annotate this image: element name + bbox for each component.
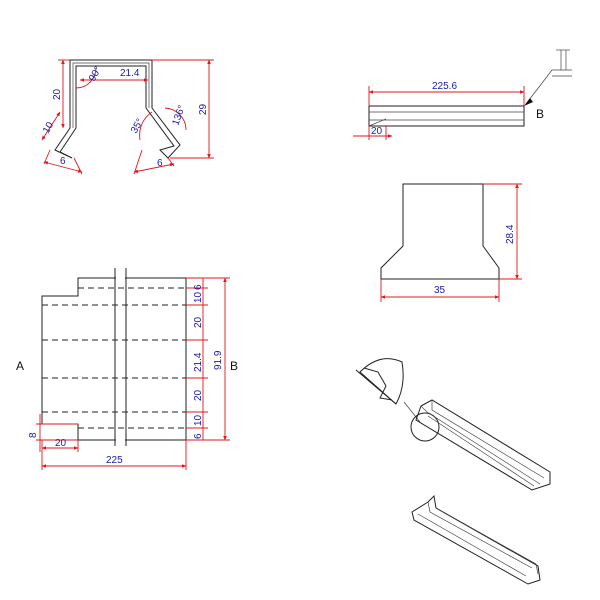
- dim-side-offset: 20: [371, 126, 383, 137]
- dim-trap-width: 35: [434, 285, 446, 296]
- dim-left-height: 20: [52, 88, 63, 100]
- trapezoid-outline: [380, 183, 500, 280]
- dim-notch-height: 8: [28, 432, 39, 438]
- ext-foot-right-b: [167, 157, 175, 167]
- dim-side-length: 225.6: [432, 81, 457, 92]
- detail-leader: [403, 401, 421, 423]
- dim-seg-1: 6: [193, 284, 204, 290]
- dim-seg-7: 6: [193, 433, 204, 439]
- rail-upper-edge-3: [427, 415, 535, 487]
- leader-arrow: [524, 98, 533, 106]
- leader-line: [525, 69, 553, 105]
- dim-seg-6: 10: [193, 414, 204, 426]
- dim-angle-top: 90°: [87, 65, 104, 84]
- dim-trap-height: 28.4: [505, 224, 516, 244]
- rail-upper: [415, 399, 551, 491]
- dim-line-foot-right: [133, 163, 175, 173]
- dim-angle-side: 35°: [129, 117, 146, 136]
- detail-bubble: [359, 358, 404, 405]
- side-section-label: B: [536, 107, 544, 121]
- ext-foot-right-a: [133, 149, 143, 175]
- ext-foot-left-a: [43, 149, 51, 165]
- flat-outline: [41, 277, 187, 441]
- rail-lower-edge-1: [427, 501, 533, 569]
- dim-total-width: 225: [106, 455, 123, 466]
- side-view-body: [368, 105, 525, 127]
- dim-flat-total: 91.9: [213, 350, 224, 370]
- flat-pattern: 6 10 20 21.4 20 10 6 91.9 A B 8 20 225: [16, 268, 238, 470]
- profile-inner-line: [72, 62, 150, 128]
- detail-profile: [363, 367, 393, 401]
- rail-lower: [411, 494, 541, 585]
- ext-foot-left-b: [73, 157, 83, 175]
- dim-line-lip-left: [41, 111, 61, 141]
- side-view-chamfer: [368, 118, 387, 127]
- label-b: B: [230, 359, 238, 373]
- dim-total-height: 29: [198, 103, 209, 115]
- rail-upper-edge-2: [420, 405, 541, 485]
- side-view: 225.6 20 B: [353, 49, 572, 140]
- angle-arc-side: [139, 111, 153, 141]
- rail-upper-edge-1: [431, 400, 545, 479]
- angle-arc-lip: [164, 107, 187, 131]
- dim-seg-4: 21.4: [193, 352, 204, 372]
- dim-seg-3: 20: [193, 316, 204, 328]
- rail-lower-edge-2: [417, 513, 527, 577]
- dim-foot-right: 6: [157, 158, 163, 169]
- isometric-detail: [355, 358, 551, 585]
- dim-foot-left: 6: [60, 156, 66, 167]
- profile-section: 21.4 90° 20 29 35° 136° 10 6 6: [41, 59, 214, 175]
- rail-lower-edge-3: [435, 507, 539, 575]
- trapezoid-view: 28.4 35: [380, 183, 522, 302]
- dim-seg-5: 20: [193, 389, 204, 401]
- dim-lip-left: 10: [41, 120, 56, 136]
- break-gap: [116, 277, 125, 441]
- dim-notch-width: 20: [55, 438, 67, 449]
- detail-bubble-edge: [355, 369, 397, 405]
- dim-seg-2: 10: [193, 291, 204, 303]
- dim-top-width: 21.4: [120, 68, 140, 79]
- detail-circle: [410, 412, 440, 442]
- profile-outline: [54, 59, 181, 159]
- label-a: A: [16, 359, 24, 373]
- angle-arc-top: [75, 67, 97, 89]
- dim-line-foot-left: [43, 161, 83, 173]
